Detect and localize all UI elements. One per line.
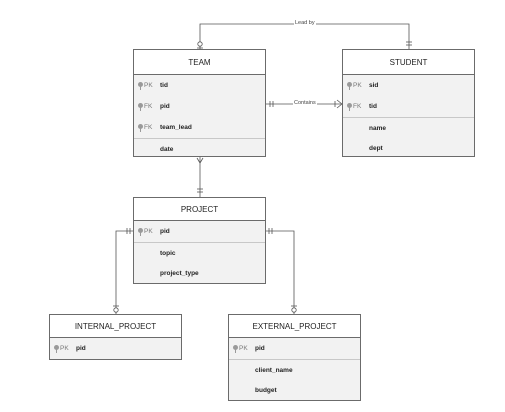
primary-key-icon: PK [138,221,153,242]
student-field-row: FK tid [343,96,474,117]
field-name: sid [369,82,379,89]
team-field-row: PK tid [134,75,265,96]
student-field-row: PK sid [343,75,474,96]
field-name: pid [76,345,86,352]
team-title: TEAM [134,50,265,75]
field-name: pid [160,228,170,235]
internal-project-title: INTERNAL_PROJECT [50,315,181,338]
field-name: dept [369,145,383,152]
student-entity[interactable]: STUDENT PK sid FK tid name dept [342,49,475,157]
external-project-field-row: client_name [229,359,360,380]
project-field-row: topic [134,242,265,263]
field-name: tid [369,103,377,110]
field-name: pid [160,103,170,110]
internal-project-entity[interactable]: INTERNAL_PROJECT PK pid [49,314,182,360]
student-title: STUDENT [343,50,474,75]
field-name: tid [160,82,168,89]
primary-key-icon: PK [54,338,69,359]
project-title: PROJECT [134,198,265,221]
field-name: topic [160,250,176,257]
foreign-key-icon: FK [138,96,152,117]
primary-key-icon: PK [347,75,362,96]
external-project-title: EXTERNAL_PROJECT [229,315,360,338]
team-field-row: FK team_lead [134,117,265,138]
foreign-key-icon: FK [138,117,152,138]
lead-by-optional-marker [197,41,203,47]
team-field-row: date [134,138,265,159]
lead-by-label: Lead by [294,20,316,27]
field-name: team_lead [160,124,192,131]
team-entity[interactable]: TEAM PK tid FK pid FK team_lead date [133,49,266,157]
external-project-field-row: budget [229,380,360,401]
student-field-row: dept [343,138,474,159]
field-name: name [369,125,386,132]
internal-project-field-row: PK pid [50,338,181,359]
foreign-key-icon: FK [347,96,361,117]
primary-key-icon: PK [138,75,153,96]
field-name: budget [255,387,277,394]
contains-label: Contains [293,100,317,107]
project-field-row: PK pid [134,221,265,242]
primary-key-icon: PK [233,338,248,359]
project-field-row: project_type [134,263,265,284]
project-internal-line [115,230,133,314]
field-name: project_type [160,270,199,277]
team-field-row: FK pid [134,96,265,117]
project-external-line [266,230,295,314]
student-field-row: name [343,117,474,138]
external-project-field-row: PK pid [229,338,360,359]
field-name: client_name [255,367,293,374]
lead-by-line [199,23,410,49]
field-name: date [160,146,174,153]
project-entity[interactable]: PROJECT PK pid topic project_type [133,197,266,284]
external-project-entity[interactable]: EXTERNAL_PROJECT PK pid client_name budg… [228,314,361,401]
field-name: pid [255,345,265,352]
